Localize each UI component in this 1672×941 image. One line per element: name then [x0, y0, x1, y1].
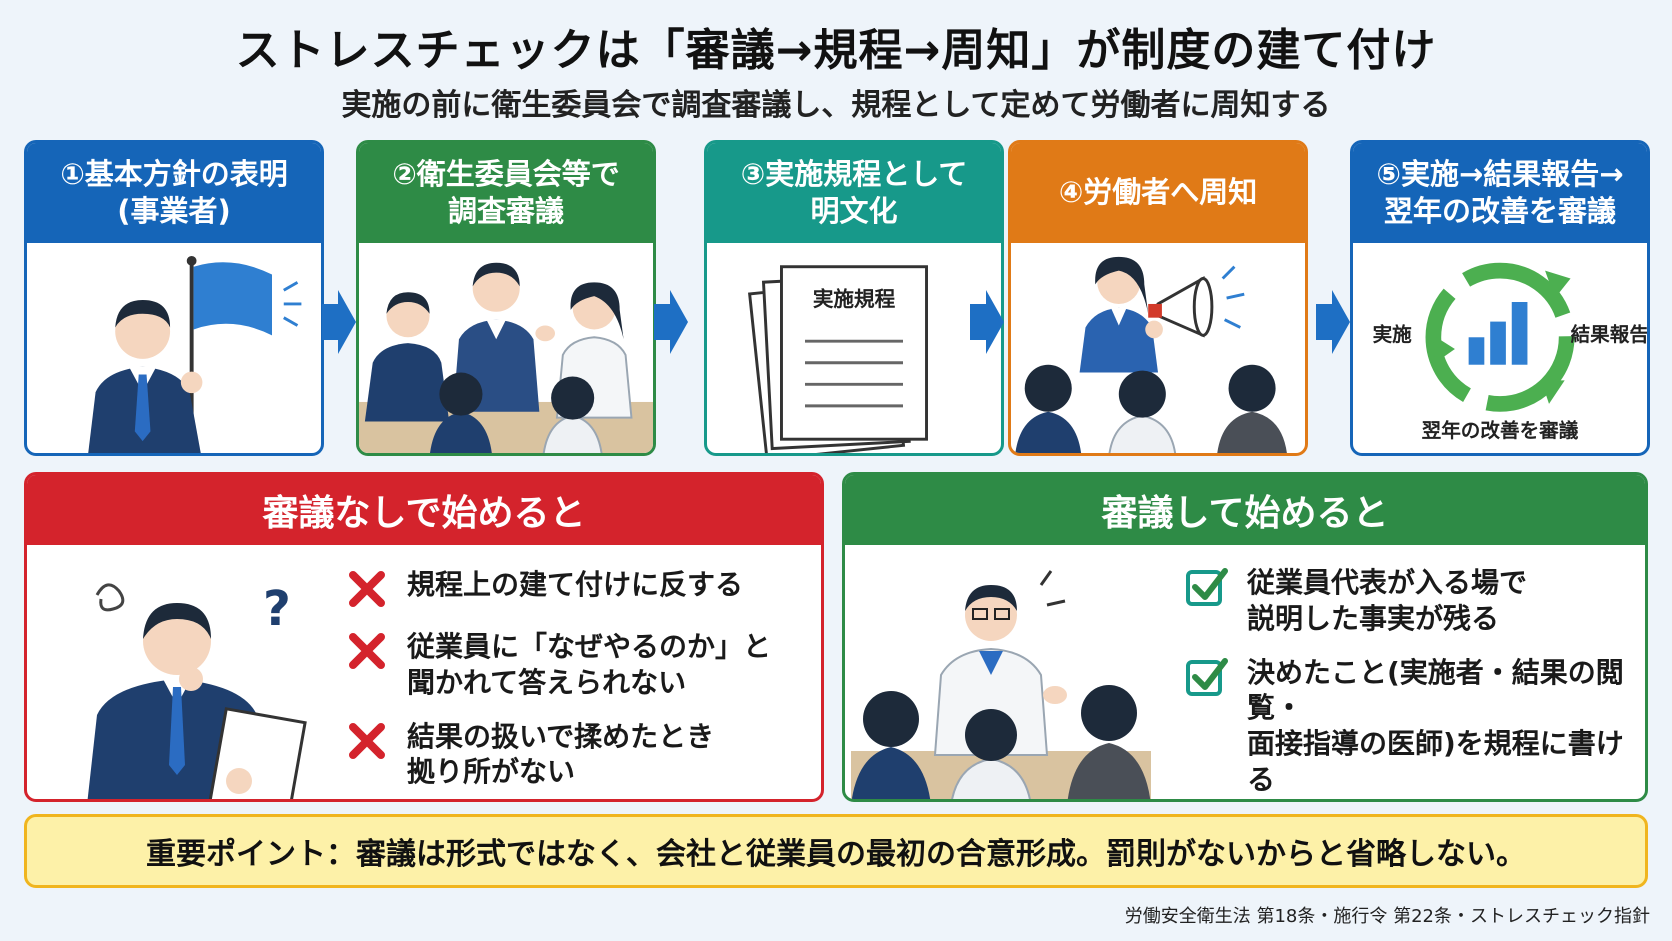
without-deliberation-item-1: 規程上の建て付けに反する: [345, 567, 771, 611]
employer-with-flag-icon: [88, 255, 302, 453]
without-deliberation-item-3: 結果の扱いで揉めたとき 拠り所がない: [345, 719, 771, 791]
step-1-card: ①基本方針の表明 (事業者): [24, 140, 324, 456]
step-arrow-1: [322, 290, 356, 354]
with-deliberation-item-text: 決めたこと(実施者・結果の閲覧・ 面接指導の医師)を規程に書ける: [1247, 655, 1624, 797]
panel-without-deliberation-title: 審議なしで始めると: [27, 475, 821, 545]
step-5-card: ⑤実施→結果報告→ 翌年の改善を審議 実施 結果報告 翌年の改善を審議: [1350, 140, 1650, 456]
step-3-card: ③実施規程として 明文化 実施規程: [704, 140, 1004, 456]
regulation-document-icon: 実施規程: [748, 265, 928, 453]
red-x-icon: [349, 571, 385, 607]
key-point-banner: 重要ポイント：審議は形式ではなく、会社と従業員の最初の合意形成。罰則がないからと…: [24, 814, 1648, 888]
step-5-illustration: 実施 結果報告 翌年の改善を審議: [1353, 243, 1647, 453]
step-3-title: ③実施規程として 明文化: [707, 143, 1001, 243]
red-x-icon: [349, 633, 385, 669]
committee-meeting-icon: [359, 262, 653, 453]
page-subtitle: 実施の前に衛生委員会で調査審議し、規程として定めて労働者に周知する: [341, 88, 1331, 123]
green-check-icon: [1186, 657, 1228, 696]
confused-man-icon: ?: [87, 581, 307, 799]
megaphone-announcement-icon: [1015, 256, 1287, 453]
with-deliberation-item-text: 従業員代表が入る場で 説明した事実が残る: [1247, 566, 1528, 635]
doctor-explaining-icon: [851, 570, 1151, 799]
step-5-title: ⑤実施→結果報告→ 翌年の改善を審議: [1353, 143, 1647, 243]
step-arrow-4: [1316, 290, 1350, 354]
cycle-label-left: 実施: [1373, 323, 1413, 346]
cycle-label-right: 結果報告: [1571, 323, 1647, 346]
without-deliberation-item-text: 結果の扱いで揉めたとき 拠り所がない: [407, 719, 715, 789]
with-deliberation-item-1: 従業員代表が入る場で 説明した事実が残る: [1185, 565, 1645, 637]
without-deliberation-list: 規程上の建て付けに反する従業員に「なぜやるのか」と 聞かれて答えられない結果の扱…: [345, 567, 771, 799]
step-4-illustration: [1011, 243, 1305, 453]
step-2-card: ②衛生委員会等で 調査審議: [356, 140, 656, 456]
legal-reference: 労働安全衛生法 第18条・施行令 第22条・ストレスチェック指針: [1124, 906, 1650, 927]
step-1-title: ①基本方針の表明 (事業者): [27, 143, 321, 243]
step-4-title: ④労働者へ周知: [1011, 143, 1305, 243]
without-deliberation-item-text: 規程上の建て付けに反する: [407, 568, 744, 601]
red-x-icon: [349, 722, 385, 759]
improvement-cycle-icon: 実施 結果報告 翌年の改善を審議: [1373, 262, 1647, 442]
step-1-illustration: [27, 243, 321, 453]
step-2-title: ②衛生委員会等で 調査審議: [359, 143, 653, 243]
panel-without-deliberation: 審議なしで始めると ? 規程上の建て付けに反する従業員に「なぜやるのか」と 聞か…: [24, 472, 824, 802]
step-arrow-3: [970, 290, 1004, 354]
step-3-illustration: 実施規程: [707, 243, 1001, 453]
question-mark-icon: ?: [263, 581, 291, 637]
panel-with-deliberation-title: 審議して始めると: [845, 475, 1645, 545]
step-2-illustration: [359, 243, 653, 453]
green-check-icon: [1186, 568, 1228, 606]
document-label: 実施規程: [813, 287, 896, 311]
with-deliberation-list: 従業員代表が入る場で 説明した事実が残る決めたこと(実施者・結果の閲覧・ 面接指…: [1185, 565, 1645, 799]
page-title: ストレスチェックは「審議→規程→周知」が制度の建て付け: [235, 25, 1437, 76]
without-deliberation-item-text: 従業員に「なぜやるのか」と 聞かれて答えられない: [407, 630, 772, 699]
step-arrow-2: [654, 290, 688, 354]
without-deliberation-item-2: 従業員に「なぜやるのか」と 聞かれて答えられない: [345, 629, 771, 701]
panel-with-deliberation: 審議して始めると 従業員代表が入る場で 説明した事実が残る決めたこと(実施者・結…: [842, 472, 1648, 802]
with-deliberation-item-2: 決めたこと(実施者・結果の閲覧・ 面接指導の医師)を規程に書ける: [1185, 655, 1645, 798]
step-4-card: ④労働者へ周知: [1008, 140, 1308, 456]
cycle-label-bottom: 翌年の改善を審議: [1422, 419, 1579, 442]
